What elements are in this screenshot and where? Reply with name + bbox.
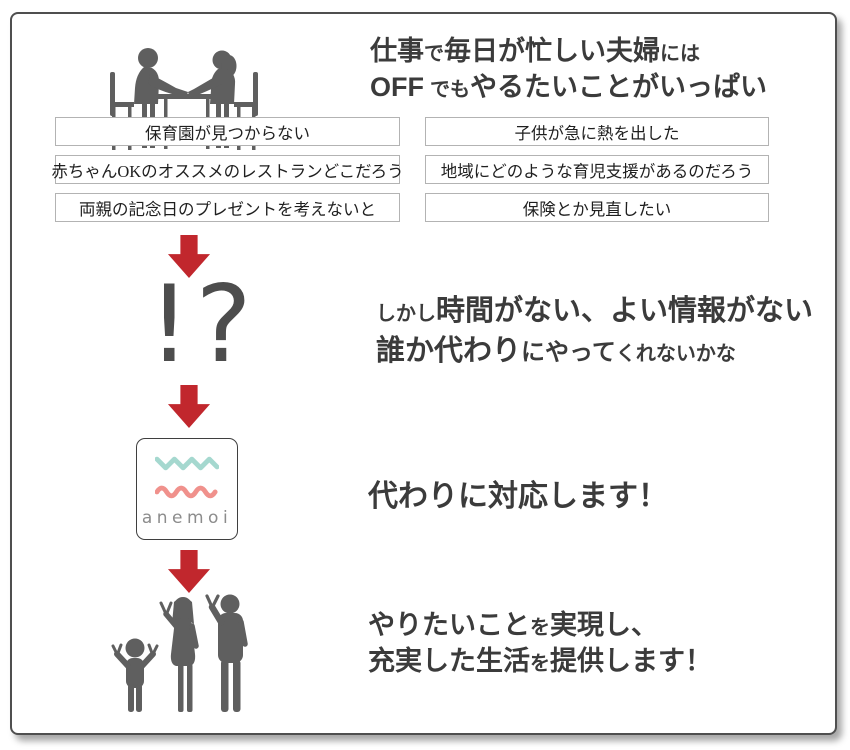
result-line-1: やりたいことを実現し、: [368, 607, 712, 643]
worry-box: 地域にどのような育児支援があるのだろう: [425, 155, 769, 184]
worry-box: 保険とか見直したい: [425, 193, 769, 222]
problem-text: にやって: [521, 339, 616, 366]
problem-line-1: しかし時間がない、よい情報がない: [376, 291, 813, 331]
problem-line-2: 誰か代わりにやってくれないかな: [376, 331, 813, 371]
headline-text: 仕事: [370, 36, 424, 66]
result-line-2: 充実した生活を提供します！: [368, 643, 712, 679]
down-arrow-icon: [167, 385, 211, 429]
down-arrow-icon: [167, 235, 211, 279]
interjection-text: !?: [148, 263, 257, 386]
result-text: を: [530, 653, 550, 675]
result-text: 実現し、: [550, 610, 658, 640]
worry-box: 赤ちゃんOKのオススメのレストランどこだろう: [51, 155, 404, 184]
solution-statement: 代わりに対応します！: [368, 480, 668, 513]
result-text: 提供します！: [550, 646, 712, 676]
result-text: を: [530, 617, 550, 639]
result-statement: やりたいことを実現し、 充実した生活を提供します！: [368, 607, 712, 679]
problem-text: 誰か代わり: [376, 335, 522, 367]
result-text: 充実した生活: [368, 646, 530, 676]
problem-statement: しかし時間がない、よい情報がない 誰か代わりにやってくれないかな: [376, 291, 813, 371]
headline-line-1: 仕事で毎日が忙しい夫婦には: [370, 33, 767, 69]
anemoi-logo: anemoi: [136, 438, 238, 540]
problem-text: くれないかな: [615, 343, 736, 365]
teal-zigzag-icon: [155, 456, 219, 470]
pink-wave-icon: [155, 485, 218, 498]
headline-text: やるたいことがいっぱい: [470, 72, 767, 102]
problem-text: 時間がない、よい情報がない: [436, 295, 814, 327]
headline: 仕事で毎日が忙しい夫婦には OFF でもやるたいことがいっぱい: [370, 33, 767, 105]
headline-line-2: OFF でもやるたいことがいっぱい: [370, 69, 767, 105]
brand-wordmark: anemoi: [141, 507, 233, 528]
worry-box: 保育園が見つからない: [55, 117, 400, 146]
worry-box: 子供が急に熱を出した: [425, 117, 769, 146]
result-text: やりたいこと: [368, 610, 530, 640]
headline-text: 毎日が忙しい夫婦: [444, 36, 660, 66]
headline-text: には: [660, 43, 700, 65]
family-peace-signs-icon: [111, 594, 248, 712]
headline-text: OFF: [370, 72, 424, 102]
headline-text: でも: [430, 79, 470, 101]
problem-text: しかし: [376, 303, 436, 325]
worry-box-grid: 保育園が見つからない 子供が急に熱を出した 赤ちゃんOKのオススメのレストランど…: [51, 117, 769, 222]
down-arrow-icon: [167, 550, 211, 594]
worry-box: 両親の記念日のプレゼントを考えないと: [55, 193, 400, 222]
headline-text: で: [424, 43, 444, 65]
